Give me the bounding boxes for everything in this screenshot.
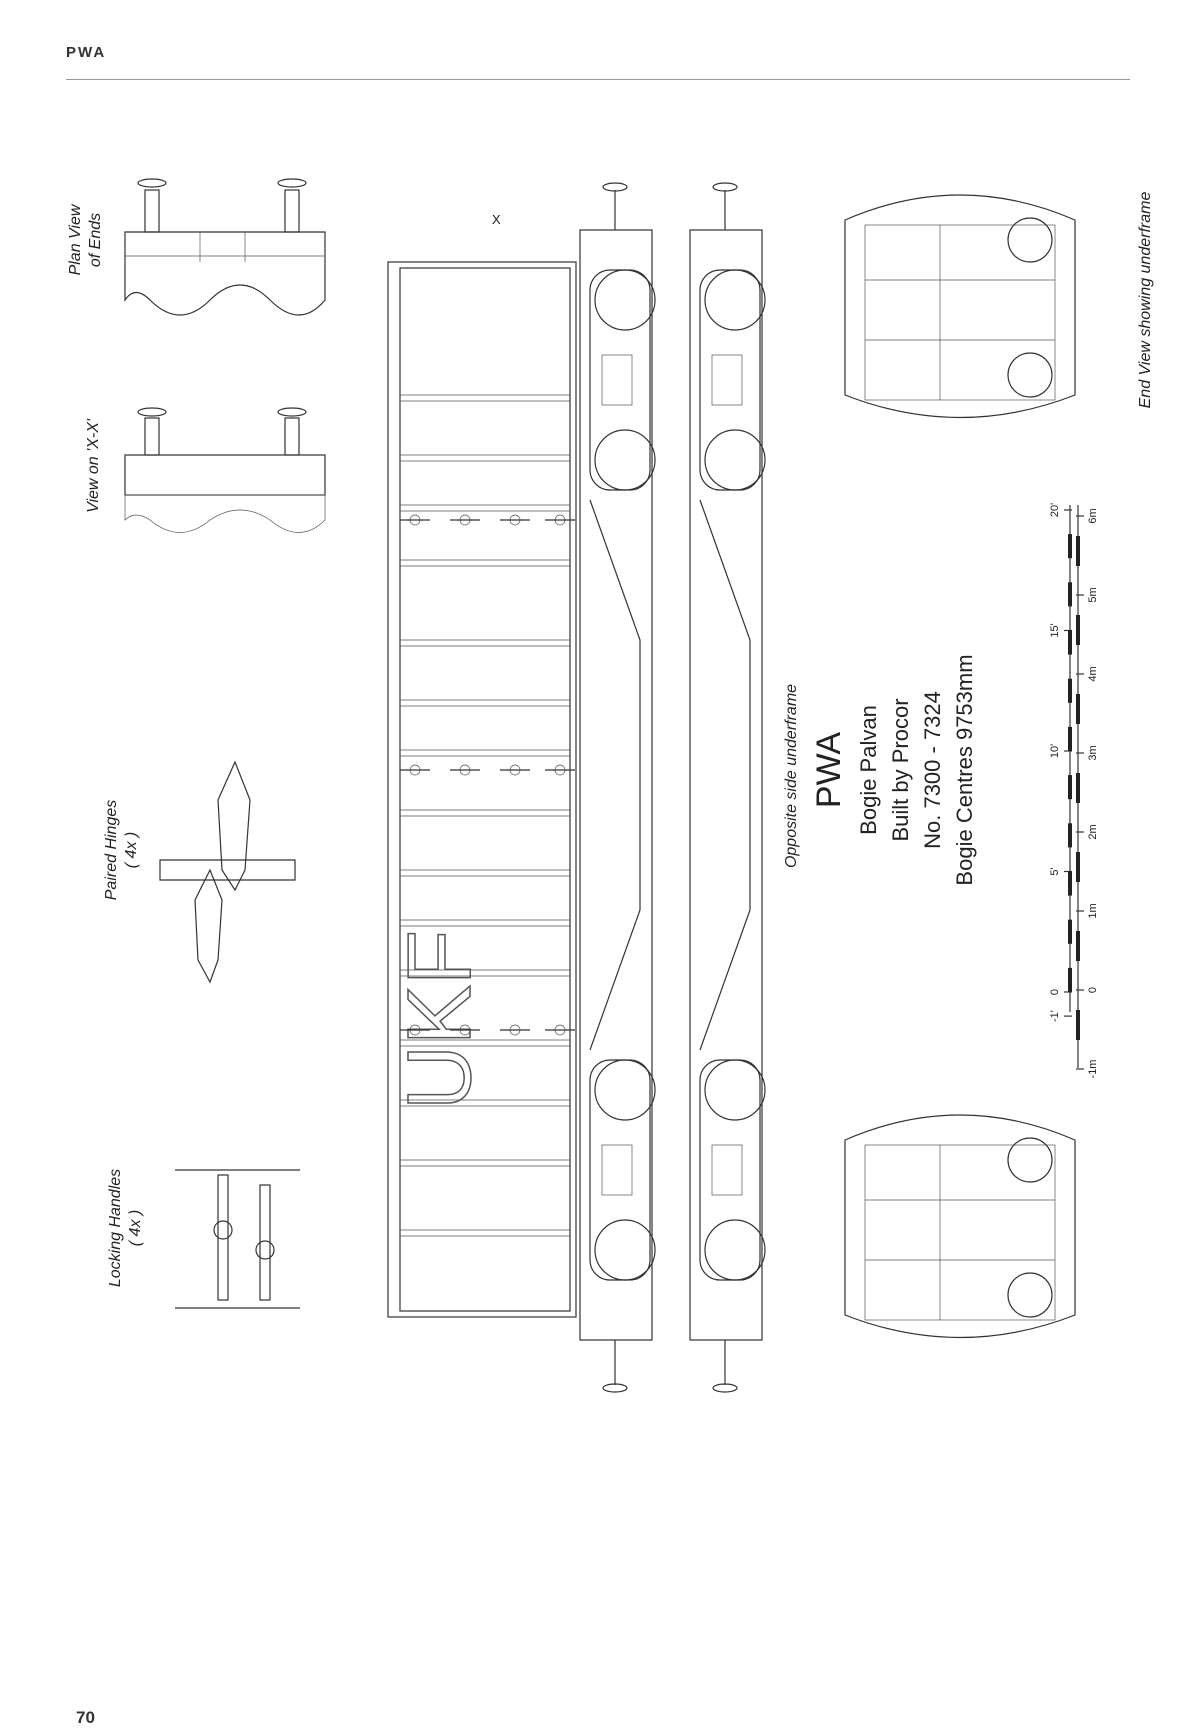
paired-hinges-title: Paired Hinges xyxy=(103,800,120,901)
scale-label-feet: 0 xyxy=(1049,989,1061,995)
bogie-spring xyxy=(601,354,633,406)
scale-segment-feet xyxy=(1068,726,1072,751)
bogie-wheel xyxy=(704,429,766,491)
fishbelly-sole-bar xyxy=(589,499,641,1051)
bogie-wheel xyxy=(594,269,656,331)
scale-segment-feet xyxy=(1068,534,1072,559)
wagon-side-view: UKF xyxy=(387,261,577,1318)
end-view-label: End View showing underframe xyxy=(1137,192,1154,409)
wagon-builder: Built by Procor xyxy=(888,698,913,841)
underframe-opposite-side xyxy=(689,182,766,1393)
scale-label-metres: 0 xyxy=(1087,987,1099,993)
bogie-wheel xyxy=(594,1059,656,1121)
paired-hinges-label: Paired Hinges ( 4x ) xyxy=(103,800,140,901)
paired-hinges-count: ( 4x ) xyxy=(123,832,140,868)
scale-segment-metres xyxy=(1076,536,1080,566)
bogie-centres: Bogie Centres 9753mm xyxy=(952,654,977,885)
page-number: 70 xyxy=(76,1708,95,1727)
locking-handles-count: ( 4x ) xyxy=(127,1210,144,1246)
title-block: PWA Bogie Palvan Built by Procor No. 730… xyxy=(810,654,977,885)
bogie-wheel xyxy=(704,1059,766,1121)
scale-label-metres: 2m xyxy=(1087,824,1099,839)
scale-bar: -1' 0 5' 10' 15' 20' -1m 0 1m 2m 3m 4m 5m 6m xyxy=(1049,503,1099,1079)
scale-segment-metres xyxy=(1076,1010,1080,1040)
buffer-head xyxy=(602,182,628,192)
bogie-spring xyxy=(711,1144,743,1196)
wagon-type: Bogie Palvan xyxy=(856,705,881,835)
section-marker-x: X xyxy=(492,212,501,227)
scale-label-metres: 4m xyxy=(1087,666,1099,681)
buffer-head xyxy=(712,1383,738,1393)
scale-label-feet: 15' xyxy=(1049,623,1061,637)
locking-handles-title: Locking Handles xyxy=(107,1169,124,1287)
plan-view-label-line1: Plan View xyxy=(67,203,84,275)
scale-segment-metres xyxy=(1076,931,1080,961)
scale-segment-metres xyxy=(1076,694,1080,724)
page-header-title: PWA xyxy=(66,44,107,61)
scale-label-metres: 6m xyxy=(1087,508,1099,523)
scale-label-metres: 3m xyxy=(1087,745,1099,760)
locking-handles-label: Locking Handles ( 4x ) xyxy=(107,1169,144,1287)
scale-label-metres: 1m xyxy=(1087,903,1099,918)
end-view-top xyxy=(844,194,1076,419)
scale-segment-metres xyxy=(1076,852,1080,882)
bogie-wheel xyxy=(594,429,656,491)
scale-segment-feet xyxy=(1068,678,1072,703)
bogie-wheel xyxy=(594,1219,656,1281)
plan-view-of-ends-drawing xyxy=(124,178,326,316)
scale-label-feet: 5' xyxy=(1049,867,1061,875)
header-rule xyxy=(66,79,1130,80)
underframe-near-side xyxy=(579,182,656,1393)
scale-segment-metres xyxy=(1076,773,1080,803)
view-xx-label: View on 'X-X' xyxy=(85,418,102,513)
bogie-sideframe xyxy=(589,269,651,491)
scale-segment-feet xyxy=(1068,919,1072,944)
bogie-spring xyxy=(601,1144,633,1196)
locking-handles-drawing xyxy=(175,1169,300,1309)
bogie-wheel xyxy=(704,269,766,331)
scale-segment-metres xyxy=(1076,615,1080,645)
scale-label-feet: 20' xyxy=(1049,503,1061,517)
scale-label-feet: -1' xyxy=(1049,1010,1061,1022)
scale-segment-feet xyxy=(1068,823,1072,848)
scale-segment-feet xyxy=(1068,871,1072,896)
wagon-numbers: No. 7300 - 7324 xyxy=(920,691,945,849)
scale-segment-feet xyxy=(1068,582,1072,607)
plan-view-label-line2: of Ends xyxy=(87,213,104,267)
end-view-bottom xyxy=(844,1114,1076,1339)
buffer-head xyxy=(602,1383,628,1393)
scale-segment-feet xyxy=(1068,967,1072,992)
ukf-logo: UKF xyxy=(390,930,490,1110)
bogie-sideframe xyxy=(699,269,761,491)
view-xx-drawing xyxy=(124,407,326,533)
scale-segment-feet xyxy=(1068,630,1072,655)
bogie-sideframe xyxy=(589,1059,651,1281)
buffer-head xyxy=(712,182,738,192)
scale-label-metres: -1m xyxy=(1087,1060,1099,1079)
opposite-side-label: Opposite side underframe xyxy=(783,684,800,868)
scale-segment-feet xyxy=(1068,775,1072,800)
wagon-code: PWA xyxy=(810,732,848,809)
plan-view-label: Plan View of Ends xyxy=(67,203,104,275)
fishbelly-sole-bar xyxy=(699,499,751,1051)
bogie-spring xyxy=(711,354,743,406)
scale-label-feet: 10' xyxy=(1049,744,1061,758)
scale-label-metres: 5m xyxy=(1087,587,1099,602)
paired-hinges-drawing xyxy=(159,760,296,984)
bogie-sideframe xyxy=(699,1059,761,1281)
bogie-wheel xyxy=(704,1219,766,1281)
